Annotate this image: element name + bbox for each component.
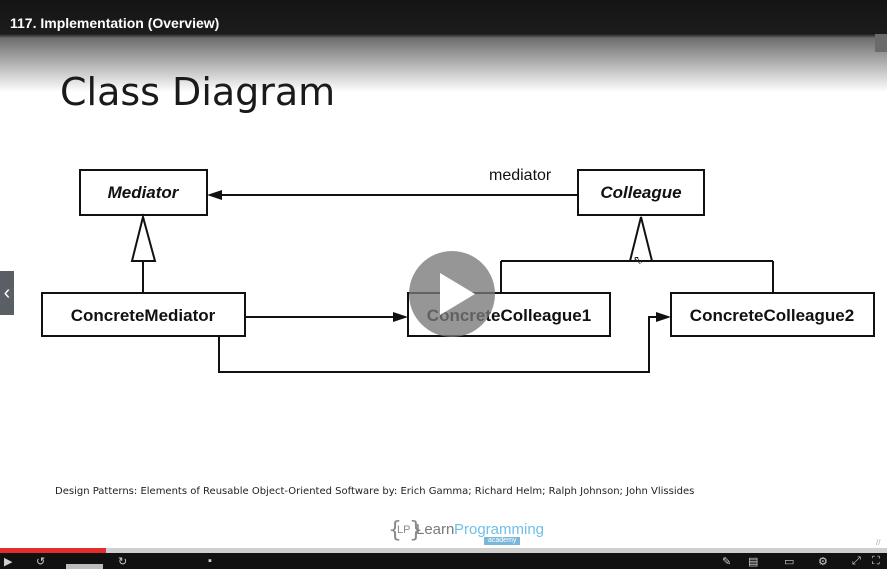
- play-control-icon[interactable]: ▶: [4, 556, 13, 568]
- previous-lecture-button[interactable]: ‹: [0, 271, 14, 315]
- video-control-bar: ▶ ↺ ↻ ▪ ✎ ▤ ▭ ⚙ ⤢ ⛶: [0, 553, 887, 569]
- playback-speed-control[interactable]: [66, 564, 103, 569]
- video-top-bar: 117. Implementation (Overview): [0, 0, 887, 92]
- fullscreen-icon[interactable]: ⛶: [872, 555, 880, 567]
- forward-icon[interactable]: ↻: [118, 556, 128, 568]
- mediator-box: [79, 169, 208, 216]
- mediator-association-arrowhead: [207, 190, 222, 200]
- play-icon: [440, 273, 475, 315]
- association-label: mediator: [489, 167, 552, 184]
- slide-title: Class Diagram: [60, 70, 336, 114]
- captions-icon[interactable]: ▭: [784, 556, 795, 568]
- play-button[interactable]: [409, 251, 495, 337]
- volume-icon[interactable]: ▪: [208, 555, 212, 567]
- video-progress-fill: [0, 548, 107, 553]
- video-title: 117. Implementation (Overview): [10, 15, 220, 31]
- cm-to-cc1-arrowhead: [393, 312, 408, 322]
- mouse-cursor-icon: ⇖: [633, 253, 644, 267]
- top-right-control[interactable]: [875, 34, 887, 52]
- colleague-class-name: Colleague: [600, 183, 681, 202]
- mediator-inheritance-triangle: [130, 213, 157, 262]
- slide-citation: Design Patterns: Elements of Reusable Ob…: [55, 486, 695, 497]
- logo-lp-text: LP: [397, 524, 411, 536]
- cm-to-cc2-line: [218, 316, 657, 373]
- cm-to-cc2-arrowhead: [656, 312, 671, 322]
- class-diagram: Mediator Colleague ConcreteMediator Conc…: [41, 167, 875, 373]
- corner-indicator: //: [876, 538, 881, 547]
- chevron-left-icon: ‹: [3, 282, 11, 304]
- logo-programming-text: Programming: [454, 521, 545, 538]
- colleague-box: [577, 169, 705, 216]
- expand-icon[interactable]: ⤢: [852, 555, 861, 567]
- transcript-icon[interactable]: ▤: [748, 556, 759, 568]
- learn-programming-logo: { } LP Learn Programming academy: [388, 518, 544, 546]
- video-progress-bar[interactable]: [0, 548, 887, 553]
- concrete-colleague2-class-name: ConcreteColleague2: [690, 306, 854, 325]
- logo-learn-text: Learn: [416, 521, 455, 538]
- notes-icon[interactable]: ✎: [722, 556, 732, 568]
- concrete-mediator-class-name: ConcreteMediator: [71, 306, 216, 325]
- mediator-class-name: Mediator: [108, 183, 180, 202]
- logo-bracket-icon: { }: [388, 518, 423, 543]
- settings-gear-icon[interactable]: ⚙: [818, 556, 828, 568]
- rewind-icon[interactable]: ↺: [36, 556, 46, 568]
- concrete-colleague1-box: [407, 292, 611, 337]
- logo-academy-text: academy: [484, 537, 521, 545]
